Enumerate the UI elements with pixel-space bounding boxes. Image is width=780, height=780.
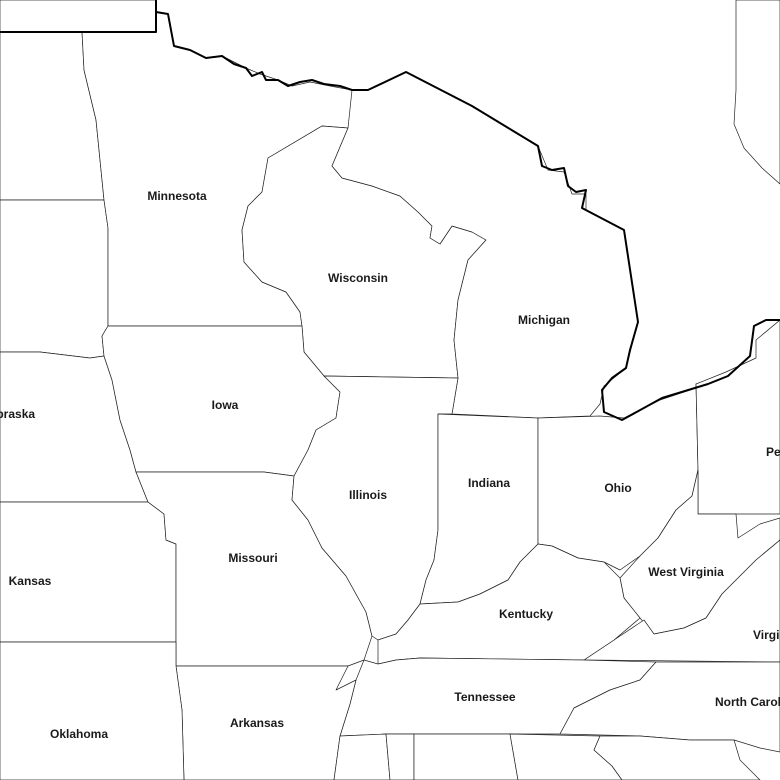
label-north-carolina: North Carolina bbox=[715, 695, 780, 709]
label-kentucky: Kentucky bbox=[499, 607, 553, 621]
state-south-carolina[interactable] bbox=[593, 735, 761, 780]
state-kentucky[interactable] bbox=[377, 543, 641, 665]
label-ohio: Ohio bbox=[604, 481, 631, 495]
state-new-york[interactable] bbox=[733, 0, 780, 185]
label-virginia: Virginia bbox=[753, 628, 780, 642]
state-south-dakota-south[interactable] bbox=[0, 199, 109, 359]
canada-border-west bbox=[0, 0, 157, 33]
international-border-layer bbox=[0, 0, 780, 421]
label-indiana: Indiana bbox=[468, 476, 510, 490]
label-michigan: Michigan bbox=[518, 313, 570, 327]
state-oklahoma[interactable] bbox=[0, 641, 185, 780]
label-tennessee: Tennessee bbox=[454, 690, 515, 704]
label-iowa: Iowa bbox=[212, 398, 239, 412]
state-kansas[interactable] bbox=[0, 501, 177, 643]
label-west-virginia: West Virginia bbox=[648, 565, 724, 579]
label-nebraska: Nebraska bbox=[0, 407, 35, 421]
label-kansas: Kansas bbox=[9, 574, 52, 588]
state-virginia[interactable] bbox=[583, 539, 780, 663]
label-wisconsin: Wisconsin bbox=[328, 271, 388, 285]
canada-border-great-lakes bbox=[155, 11, 780, 421]
label-pennsylvania: Pennsylvania bbox=[766, 445, 780, 459]
state-mississippi[interactable] bbox=[333, 733, 391, 780]
state-alabama[interactable] bbox=[413, 733, 519, 780]
labels-layer: Minnesota Wisconsin Michigan Iowa Illino… bbox=[0, 189, 780, 741]
state-alabama-north[interactable] bbox=[385, 733, 415, 780]
label-arkansas: Arkansas bbox=[230, 716, 284, 730]
label-missouri: Missouri bbox=[228, 551, 277, 565]
label-illinois: Illinois bbox=[349, 488, 387, 502]
label-oklahoma: Oklahoma bbox=[50, 727, 108, 741]
state-north-dakota[interactable] bbox=[0, 0, 157, 33]
label-minnesota: Minnesota bbox=[147, 189, 207, 203]
